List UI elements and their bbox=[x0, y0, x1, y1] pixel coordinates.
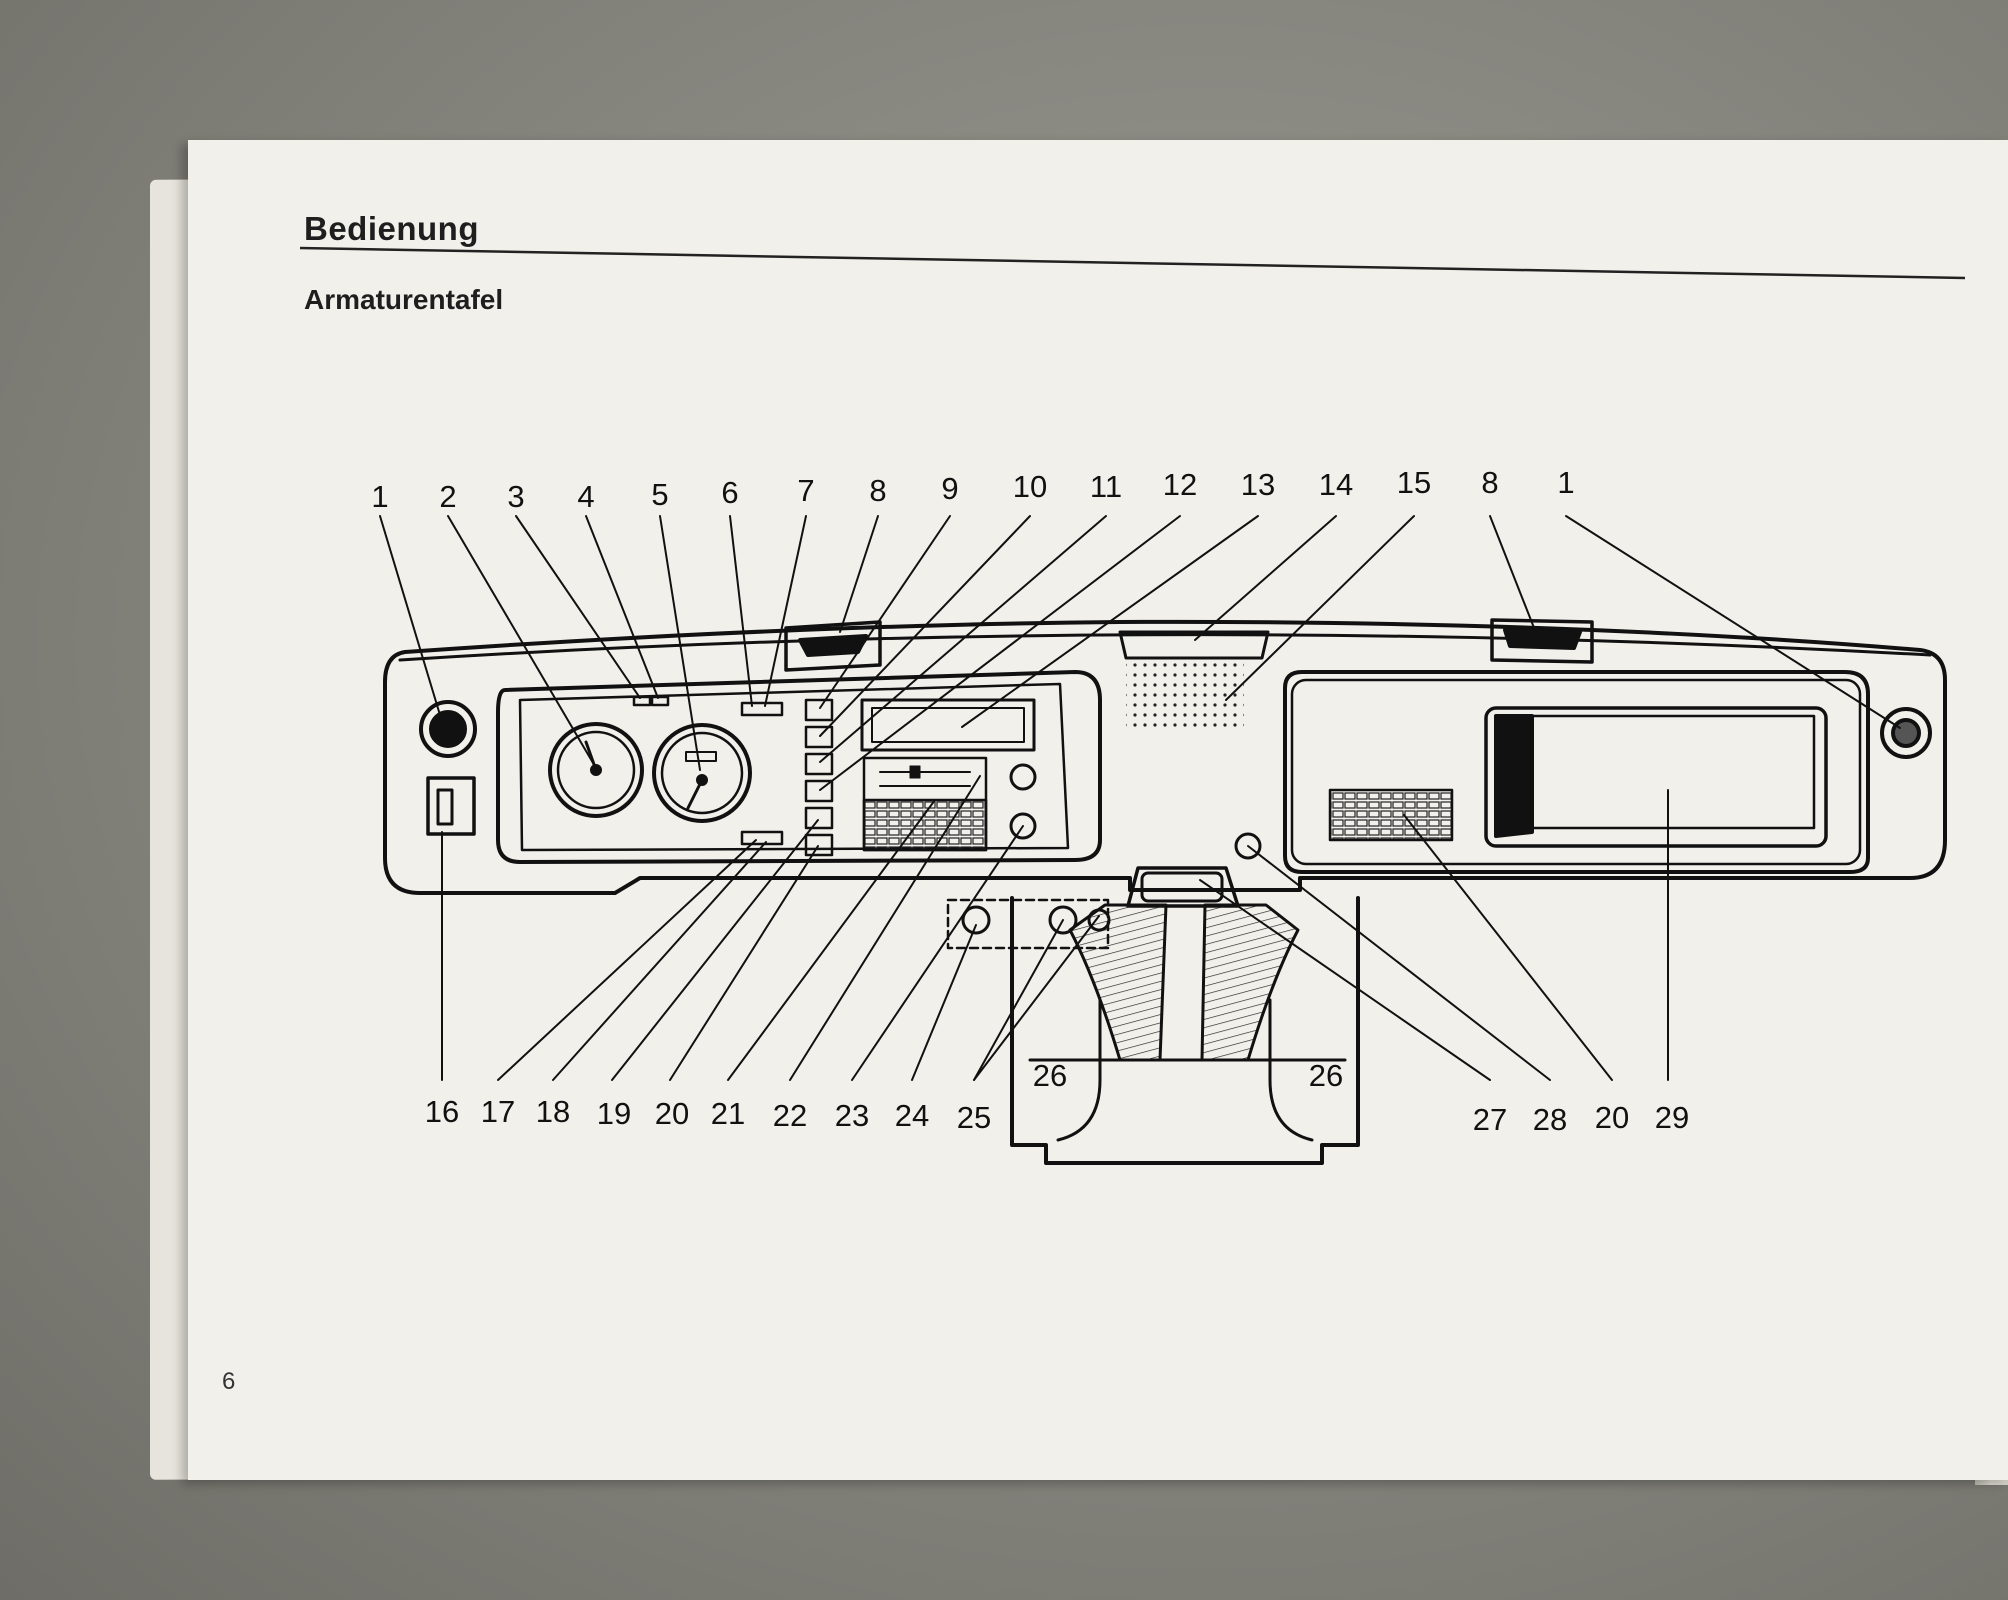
light-switch bbox=[426, 776, 476, 836]
instrument-cluster bbox=[496, 670, 1102, 864]
dashboard-top-ridge bbox=[398, 633, 1932, 662]
callout-top-2: 2 bbox=[439, 479, 456, 514]
fuel-temp-gauge-hub bbox=[590, 764, 602, 776]
page-subheading: Armaturentafel bbox=[304, 284, 504, 315]
callout-top-7: 7 bbox=[797, 473, 814, 508]
callout-bottom-16: 16 bbox=[425, 1094, 459, 1129]
light-switch-rocker bbox=[436, 788, 454, 826]
knob-28 bbox=[1234, 832, 1262, 860]
callout-top-13: 13 bbox=[1241, 467, 1275, 502]
callout-bottom-19: 19 bbox=[597, 1096, 631, 1131]
heater-slider-knob bbox=[909, 765, 921, 779]
glovebox bbox=[1484, 706, 1828, 848]
ashtray bbox=[1140, 871, 1224, 903]
defrost-vent bbox=[1118, 630, 1270, 660]
lower-knob-24 bbox=[961, 905, 991, 935]
switch-10 bbox=[804, 725, 834, 749]
callout-top-10: 10 bbox=[1013, 469, 1047, 504]
callout-top-5: 5 bbox=[651, 477, 668, 512]
glovebox-shadow bbox=[1494, 714, 1534, 838]
callout-top-1: 1 bbox=[371, 479, 388, 514]
right-vent bbox=[1891, 718, 1921, 748]
warning-light-3 bbox=[632, 695, 652, 707]
console-left-curve bbox=[1056, 998, 1102, 1142]
callout-top-4: 4 bbox=[577, 479, 594, 514]
callout-top-11: 11 bbox=[1090, 469, 1122, 504]
callout-bottom-22: 22 bbox=[773, 1098, 807, 1133]
page-number: 6 bbox=[222, 1368, 236, 1395]
page-heading: Bedienung bbox=[304, 210, 479, 247]
lower-knob-25 bbox=[1048, 905, 1078, 935]
switch-9 bbox=[804, 698, 834, 722]
switch-18 bbox=[804, 806, 834, 830]
callout-top-6: 6 bbox=[721, 475, 738, 510]
glovebox-lid bbox=[1530, 714, 1816, 830]
center-vent-left-slats bbox=[798, 634, 868, 657]
center-vent-left bbox=[784, 620, 882, 672]
fuel-temp-gauge bbox=[548, 722, 644, 818]
speedometer-hub bbox=[696, 774, 708, 786]
indicator-light-17 bbox=[740, 830, 784, 846]
odometer bbox=[685, 751, 717, 762]
leader-lines-top bbox=[379, 515, 1901, 791]
indicator-light-6 bbox=[740, 701, 784, 717]
lower-knob-25b bbox=[1087, 908, 1111, 932]
left-vent-ring bbox=[419, 700, 477, 758]
callout-bottom-20: 20 bbox=[655, 1096, 689, 1131]
warning-light-4 bbox=[650, 695, 670, 707]
callout-top-9: 9 bbox=[941, 471, 958, 506]
callout-bottom-24: 24 bbox=[895, 1098, 929, 1133]
callouts-bottom: 16 17 18 19 20 21 22 23 24 25 27 28 20 2… bbox=[425, 1058, 1689, 1137]
switch-19 bbox=[804, 833, 834, 857]
callout-bottom-21: 21 bbox=[711, 1096, 745, 1131]
glovebox-housing bbox=[1283, 670, 1870, 874]
callout-top-3: 3 bbox=[507, 479, 524, 514]
heading-rule bbox=[299, 246, 1966, 280]
callout-26-left: 26 bbox=[1033, 1058, 1067, 1093]
callout-bottom-25: 25 bbox=[957, 1100, 991, 1135]
left-hatched-panel bbox=[1068, 903, 1168, 1062]
control-knob-upper bbox=[1009, 763, 1037, 791]
callout-26-right: 26 bbox=[1309, 1058, 1343, 1093]
switch-12 bbox=[804, 779, 834, 803]
speedometer bbox=[652, 723, 752, 823]
right-heater-grille bbox=[1328, 788, 1454, 842]
callouts-top: 1 2 3 4 5 6 7 8 9 10 11 12 13 14 15 8 1 bbox=[371, 465, 1574, 514]
callout-bottom-17: 17 bbox=[481, 1094, 515, 1129]
left-vent bbox=[429, 710, 467, 748]
callout-bottom-29: 29 bbox=[1655, 1100, 1689, 1135]
right-vent-ring bbox=[1880, 707, 1932, 759]
callout-top-8b: 8 bbox=[1481, 465, 1498, 500]
callout-bottom-18: 18 bbox=[536, 1094, 570, 1129]
center-vent-right-slats bbox=[1503, 628, 1582, 650]
dashboard-outline bbox=[383, 619, 1947, 895]
speaker-grille bbox=[1126, 662, 1244, 728]
callout-top-8: 8 bbox=[869, 473, 886, 508]
console-right-curve bbox=[1268, 998, 1314, 1142]
center-vent-right bbox=[1490, 618, 1594, 664]
callout-top-1b: 1 bbox=[1557, 465, 1574, 500]
right-hatched-panel bbox=[1200, 903, 1300, 1062]
callout-bottom-28: 28 bbox=[1533, 1102, 1567, 1137]
switch-11 bbox=[804, 752, 834, 776]
speedometer-face bbox=[660, 731, 744, 815]
fuel-temp-gauge-face bbox=[556, 730, 636, 810]
heater-vent-grille bbox=[862, 798, 988, 852]
callout-top-15: 15 bbox=[1397, 465, 1431, 500]
callout-top-14: 14 bbox=[1319, 467, 1353, 502]
glovebox-panel bbox=[1290, 678, 1862, 866]
callout-top-12: 12 bbox=[1163, 467, 1197, 502]
radio-display-window bbox=[871, 707, 1025, 743]
callout-bottom-23: 23 bbox=[835, 1098, 869, 1133]
instrument-cluster-inner bbox=[518, 682, 1070, 852]
control-knob-lower bbox=[1009, 812, 1037, 840]
center-console bbox=[1010, 896, 1360, 1165]
callout-bottom-27: 27 bbox=[1473, 1102, 1507, 1137]
leader-lines-bottom bbox=[441, 775, 1669, 1081]
callout-bottom-20b: 20 bbox=[1595, 1100, 1629, 1135]
